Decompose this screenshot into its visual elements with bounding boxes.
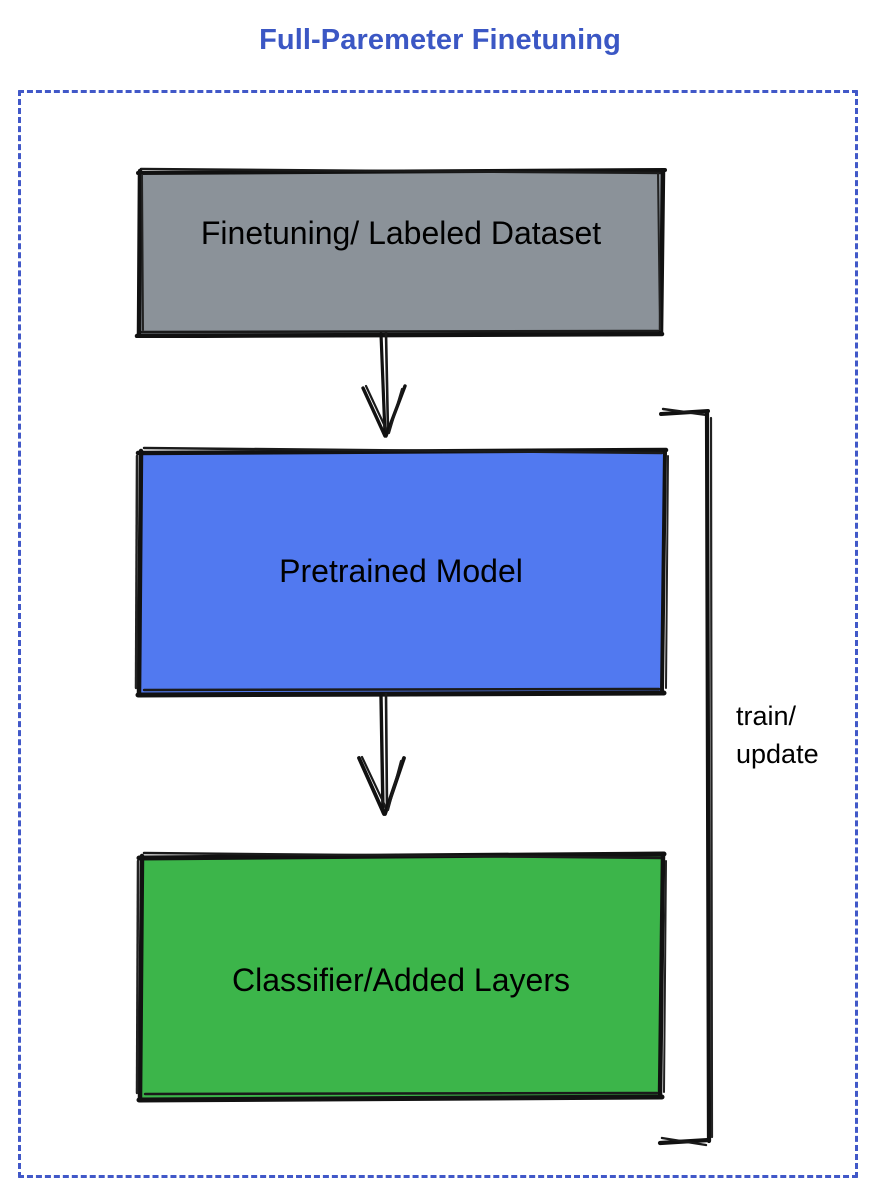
node-dataset-label: Finetuning/ Labeled Dataset [200,215,602,251]
arrow-dataset-to-pretrained [361,331,407,438]
feedback-loop-label-line1: train/ [736,701,797,731]
arrow-pretrained-to-classifier [357,692,406,816]
page-title: Full-Paremeter Finetuning [259,24,621,56]
node-dataset-shape [134,167,667,338]
node-dataset[interactable]: Finetuning/ Labeled Dataset [134,166,668,338]
node-classifier[interactable]: Classifier/Added Layers [134,850,668,1104]
node-classifier-label: Classifier/Added Layers [232,962,570,998]
node-pretrained[interactable]: Pretrained Model [132,444,670,698]
node-pretrained-label: Pretrained Model [279,553,523,589]
node-pretrained-shape [134,446,669,698]
node-classifier-shape [135,851,667,1103]
feedback-loop-label: train/ update [736,697,856,773]
feedback-loop-label-line2: update [736,739,819,769]
